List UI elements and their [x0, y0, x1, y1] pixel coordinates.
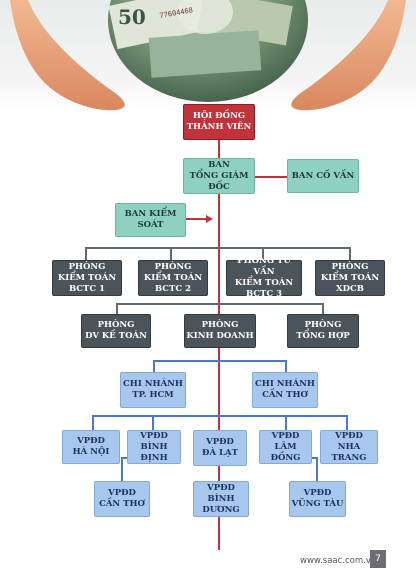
branch-bus-line	[153, 360, 287, 362]
globe-hands-illustration: 50 77604468	[10, 0, 406, 111]
node-rep-lam-dong: VPĐD LÂM ĐỒNG	[259, 430, 312, 464]
node-rep-vung-tau: VPĐD VŨNG TÀU	[289, 481, 346, 517]
node-ceo: BAN TỔNG GIÁM ĐỐC	[183, 158, 255, 194]
node-audit-xdcb: PHÒNG KIỂM TOÁN XDCB	[315, 260, 385, 296]
supervisory-connector	[186, 218, 208, 220]
page-number: 7	[370, 550, 386, 568]
node-rep-ha-noi: VPĐD HÀ NỘI	[62, 430, 120, 464]
node-rep-can-tho: VPĐD CẦN THƠ	[94, 481, 150, 517]
node-rep-binh-duong: VPĐD BÌNH DƯƠNG	[193, 481, 249, 517]
node-rep-binh-dinh: VPĐD BÌNH ĐỊNH	[127, 430, 181, 464]
node-audit-bctc-1: PHÒNG KIỂM TOÁN BCTC 1	[52, 260, 122, 296]
node-supervisory: BAN KIỂM SOÁT	[115, 203, 186, 237]
header-image: 50 77604468	[0, 0, 416, 112]
node-rep-da-lat: VPĐD ĐÀ LẠT	[193, 430, 247, 466]
node-advisory: BAN CỐ VẤN	[287, 159, 359, 193]
arrow-icon	[206, 215, 213, 223]
node-branch-hcm: CHI NHÁNH TP. HCM	[120, 372, 186, 408]
office-bus-line	[92, 415, 346, 417]
node-board: HỘI ĐỒNG THÀNH VIÊN	[183, 104, 255, 140]
node-general-affairs: PHÒNG TỔNG HỢP	[287, 314, 359, 348]
node-audit-bctc-2: PHÒNG KIỂM TOÁN BCTC 2	[138, 260, 208, 296]
audit-bus-line	[85, 247, 351, 249]
node-branch-can-tho: CHI NHÁNH CẦN THƠ	[252, 372, 318, 408]
department-bus-line	[116, 303, 324, 305]
footer-website: www.saac.com.vn	[300, 556, 377, 566]
node-accounting-services: PHÒNG DV KẾ TOÁN	[81, 314, 151, 348]
advisory-connector	[253, 176, 287, 178]
node-business: PHÒNG KINH DOANH	[184, 314, 256, 348]
node-audit-bctc-3: PHÒNG TƯ VẤN KIỂM TOÁN BCTC 3	[226, 256, 302, 299]
node-rep-nha-trang: VPĐD NHA TRANG	[320, 430, 378, 464]
banknote-value: 50	[118, 5, 146, 29]
